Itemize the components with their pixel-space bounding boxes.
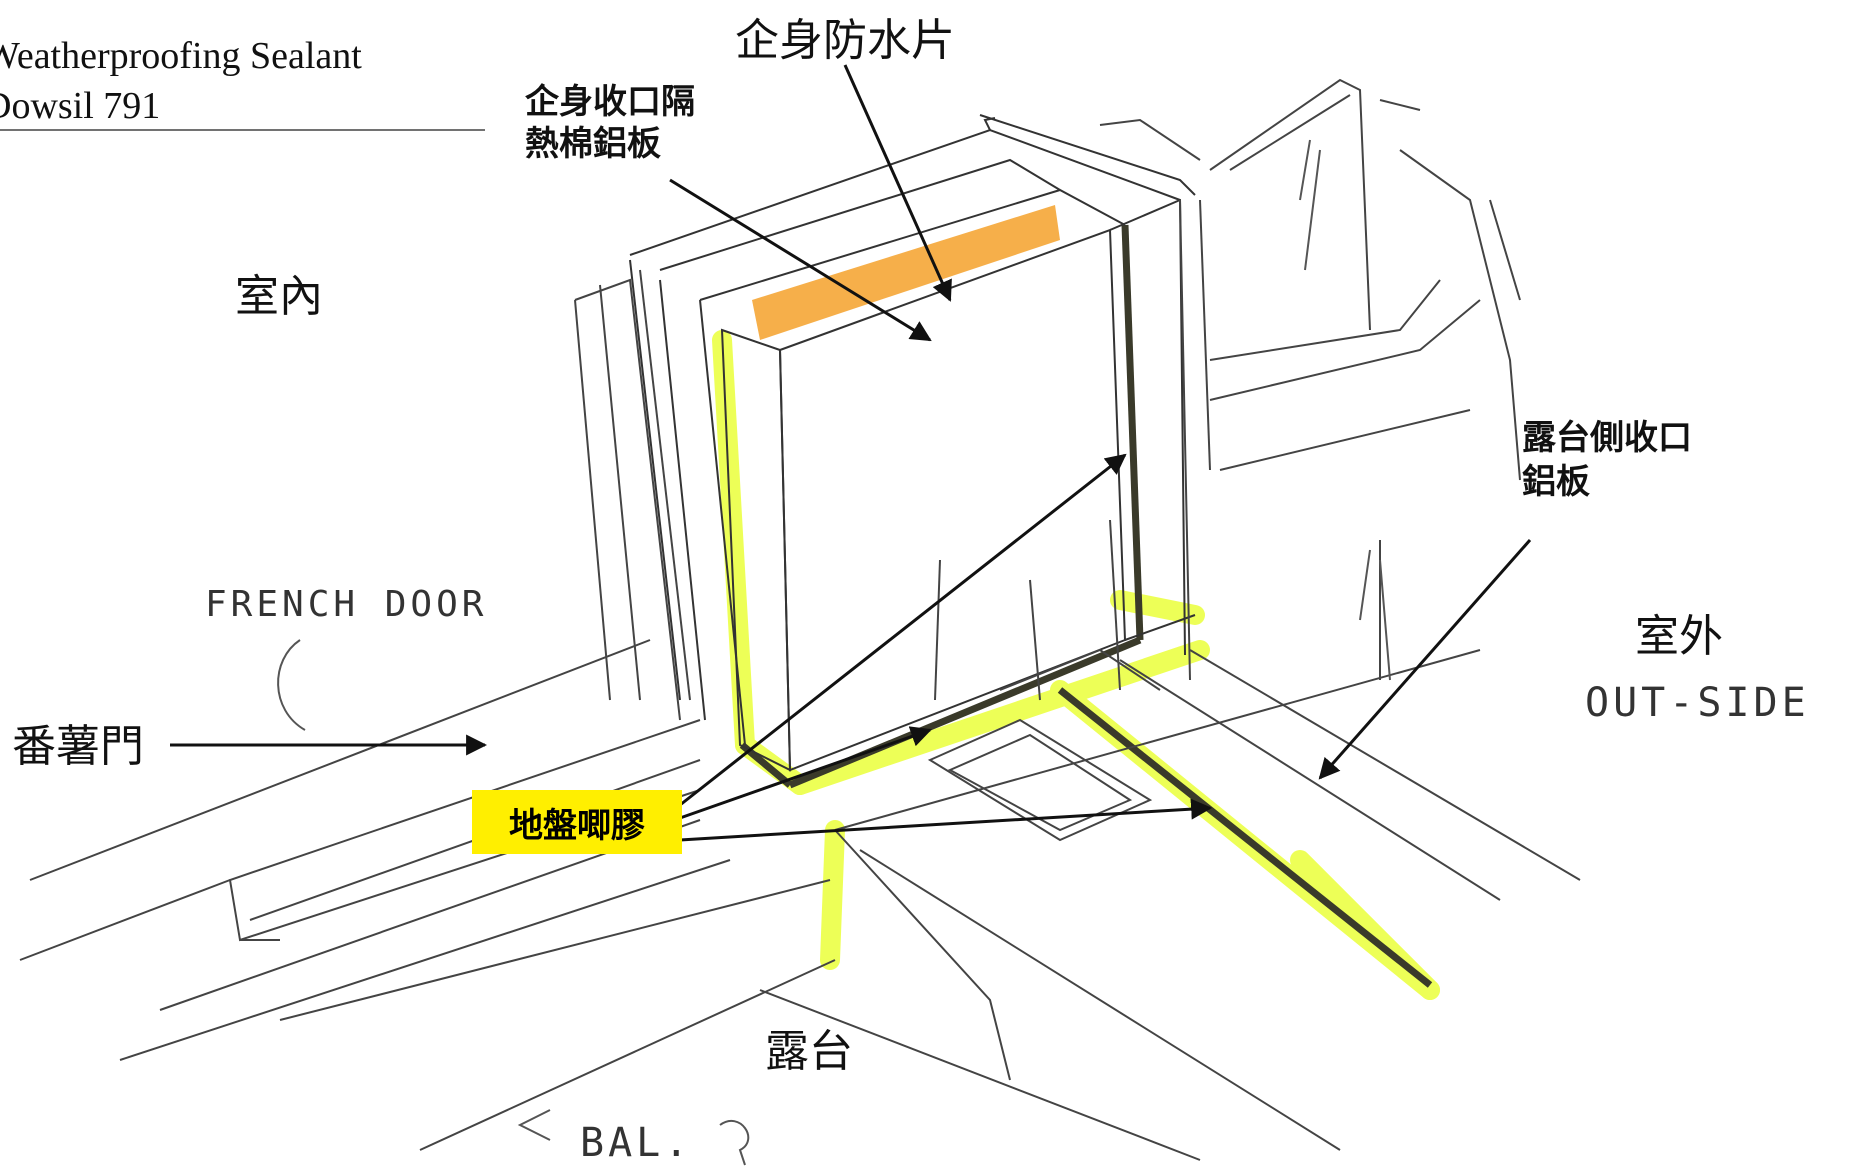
label-indoor: 室內 [235,271,323,322]
insulation-panel [752,205,1060,340]
annotation-arrows [170,64,1532,842]
label-balcony-side-line1: 露台側收口 [1522,418,1692,458]
sealant-title-line2: Dowsil 791 [0,85,161,127]
sealant-bead-lines [739,224,1433,988]
label-french-door: 番薯門 [12,721,144,772]
label-ground-sealant-box: 地盤唧膠 [472,790,682,854]
french-door-frame-lines [19,269,731,1061]
label-balcony-side-line2: 鋁板 [1522,462,1590,502]
label-stud-waterproof-sheet: 企身防水片 [735,15,955,66]
label-stud-closure-line1: 企身收口隔 [525,82,695,122]
sealant-title-line1: Weatherproofing Sealant [0,35,362,77]
stud-box-lines [629,114,1196,772]
label-outdoor: 室外 [1635,611,1723,662]
label-bal-handwritten: BAL. [580,1120,693,1166]
label-ground-sealant: 地盤唧膠 [509,805,645,846]
label-balcony: 露台 [765,1026,853,1077]
label-french-door-handwritten: FRENCH DOOR [205,584,488,625]
label-outside-handwritten: OUT-SIDE [1585,680,1810,726]
label-stud-closure-line2: 熱棉鋁板 [525,124,661,164]
handwritten-marks [277,139,1391,1166]
window-frame-lines [1099,78,1521,681]
